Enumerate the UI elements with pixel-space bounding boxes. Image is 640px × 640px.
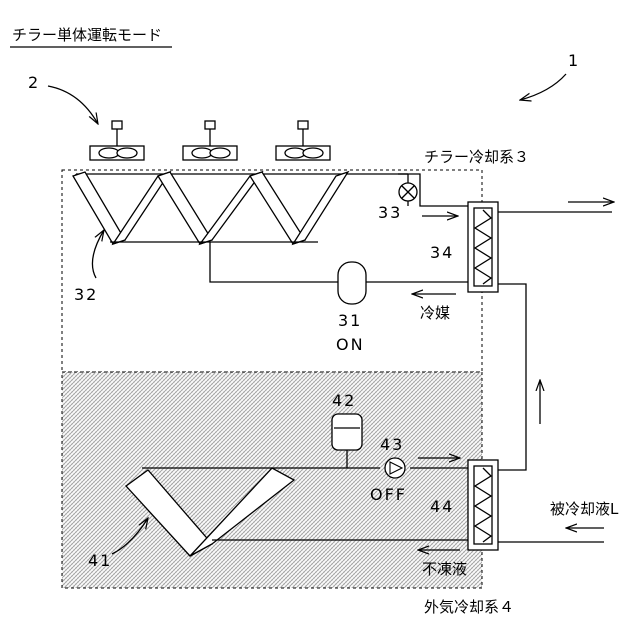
refrigerant-label: 冷媒: [420, 304, 450, 322]
chiller-heat-exchanger: [468, 202, 498, 292]
pump-state: OFF: [370, 485, 407, 504]
expansion-valve-number: 33: [378, 203, 402, 222]
chiller-hx-number: 34: [430, 243, 454, 262]
outdoor-system-label: 外気冷却系４: [424, 598, 514, 616]
outdoor-heat-exchanger: [468, 460, 498, 550]
outdoor-hx-number: 44: [430, 497, 454, 516]
mode-title: チラー単体運転モード: [12, 26, 162, 44]
pump-number: 43: [380, 435, 404, 454]
ref-system-number: 1: [568, 51, 580, 70]
chiller-coil-number: 32: [74, 285, 98, 304]
compressor-number: 31: [338, 311, 362, 330]
tank-number: 42: [332, 391, 356, 410]
fan-2: [183, 121, 237, 160]
pump: [385, 458, 405, 478]
chiller-system-label: チラー冷却系３: [424, 148, 529, 166]
compressor: [338, 262, 366, 304]
chiller-coil: [73, 172, 348, 244]
antifreeze-label: 不凍液: [422, 560, 467, 578]
tank: [332, 414, 362, 450]
ref-system-leader: [520, 74, 566, 100]
outdoor-coil-number: 41: [88, 551, 112, 570]
fan-1: [90, 121, 144, 160]
ref-fan-number: 2: [28, 73, 40, 92]
cooled-liquid-link: [498, 284, 526, 470]
fan-3: [276, 121, 330, 160]
ref-fan-leader: [48, 86, 98, 124]
cooled-liquid-label: 被冷却液L: [550, 500, 619, 518]
compressor-state: ON: [336, 335, 365, 354]
chiller-coil-leader: [92, 230, 104, 278]
expansion-valve: [399, 183, 417, 201]
